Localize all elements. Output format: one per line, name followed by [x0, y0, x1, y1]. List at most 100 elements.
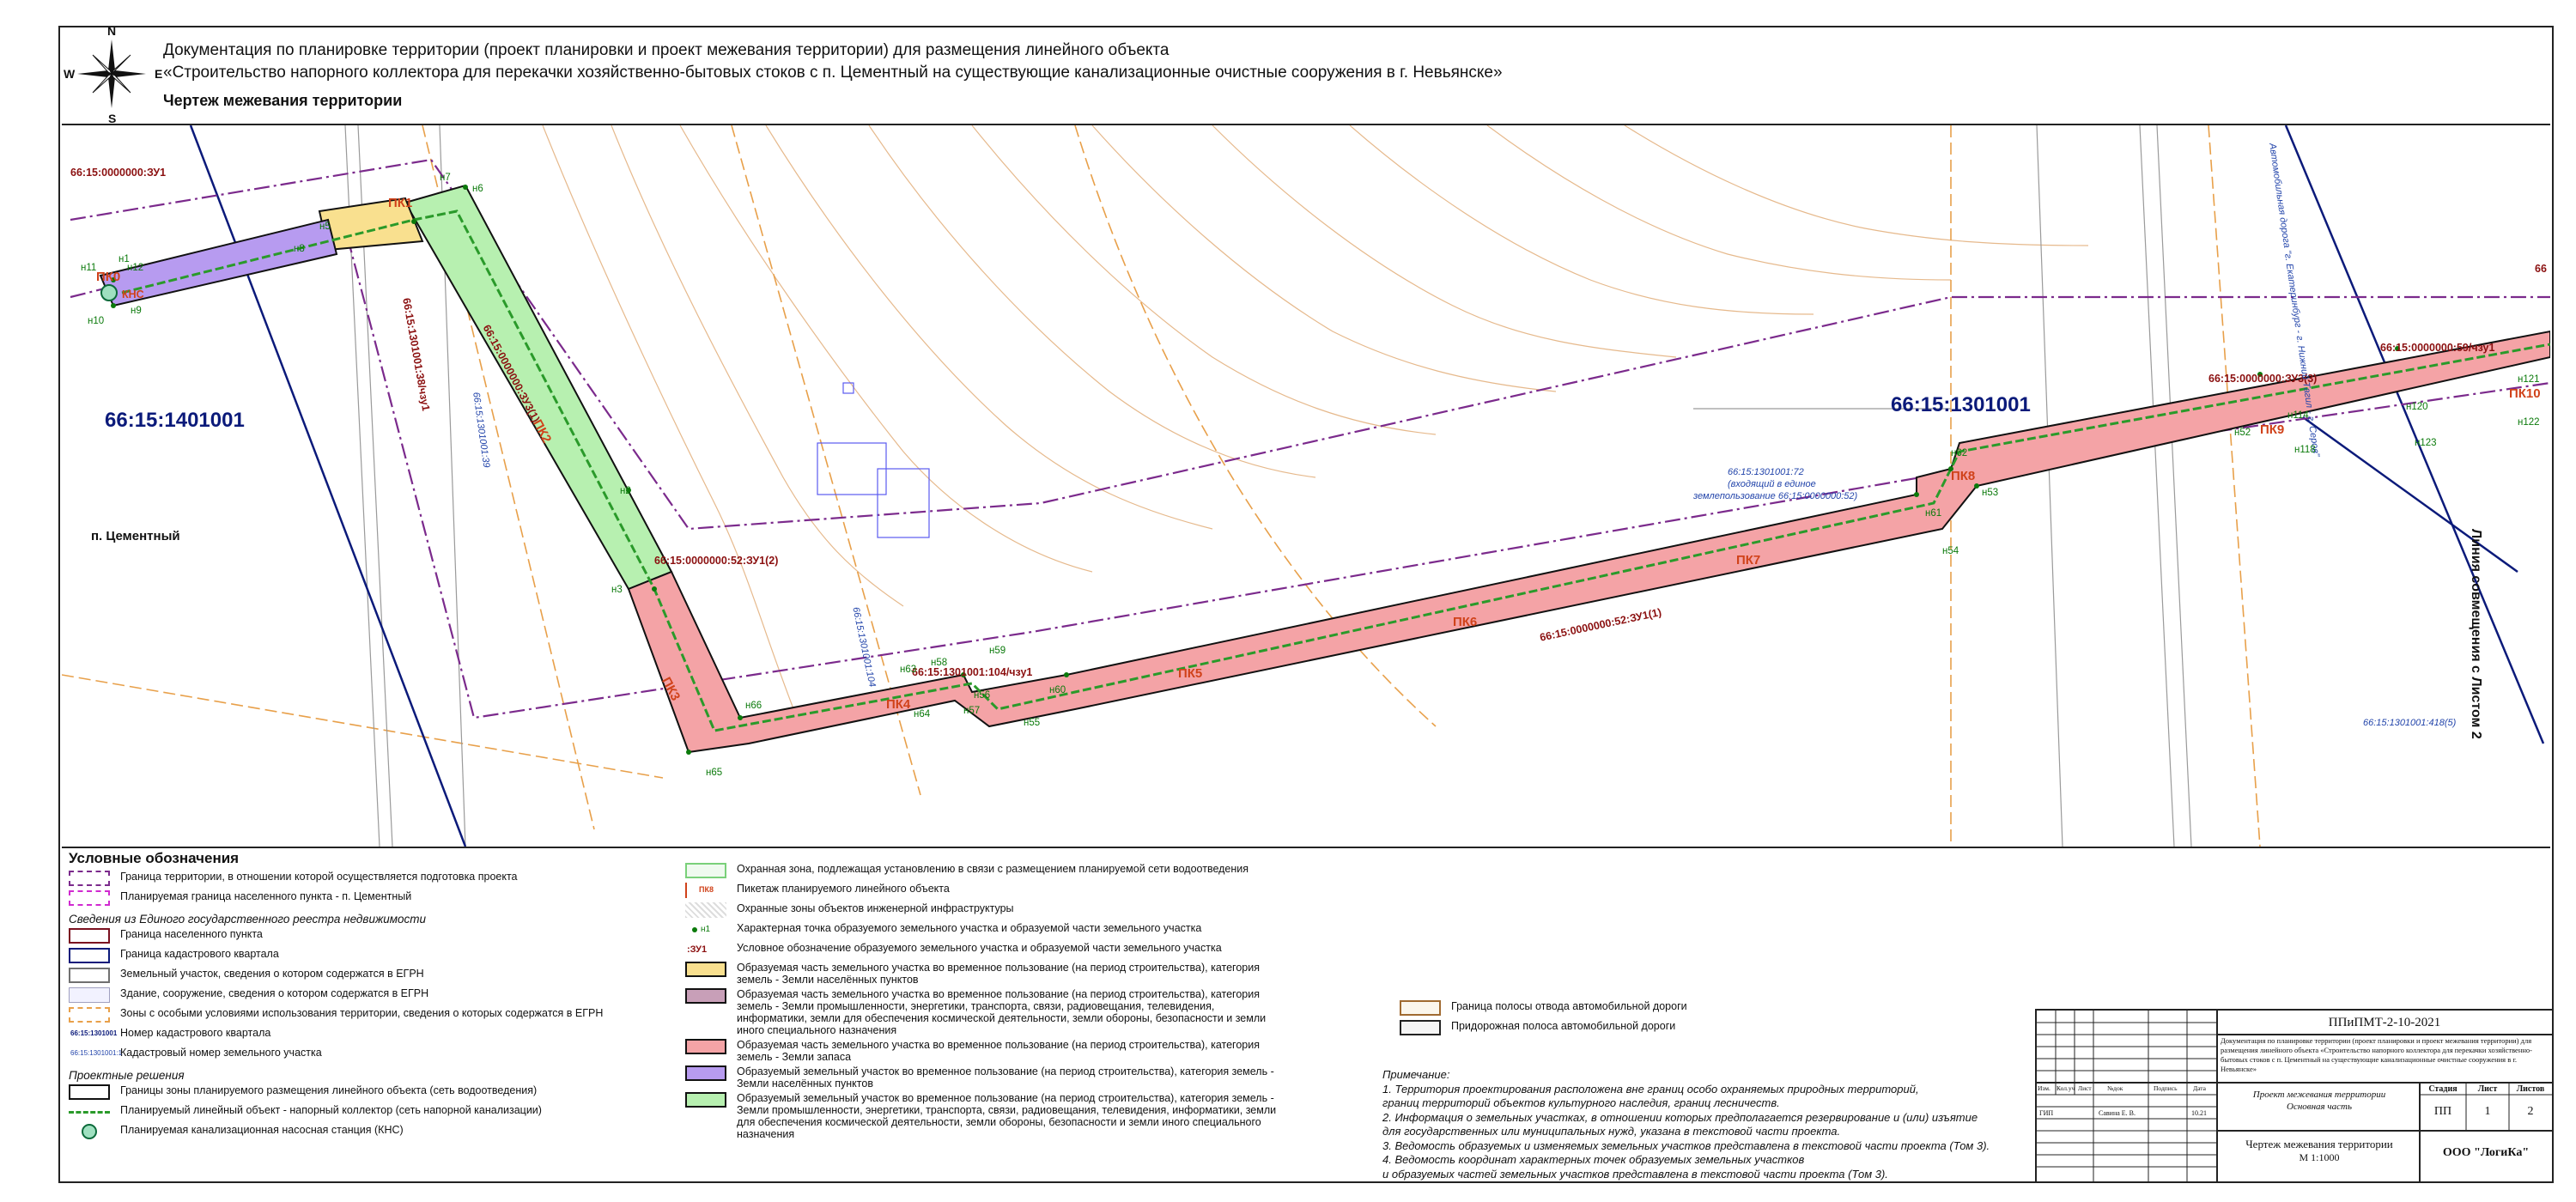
legend-symbol-text: ПК8 — [699, 885, 714, 894]
stamp-title: Чертеж межевания территории — [2245, 1138, 2393, 1150]
legend-symbol-pk-mark: ПК8 — [685, 883, 726, 898]
stamp-sheets: 2 — [2527, 1105, 2534, 1118]
point-label: н123 — [2415, 438, 2437, 448]
map-canvas — [62, 125, 2550, 847]
legend-text: Образуемая часть земельного участка во в… — [737, 988, 1267, 1036]
legend-symbol-box-darkred — [69, 928, 110, 944]
legend-text: Планируемая канализационная насосная ста… — [120, 1124, 404, 1136]
legend-col3: Граница полосы отвода автомобильной доро… — [1400, 998, 1760, 1040]
zu-label: 66:15:1301001:104/чзу1 — [912, 666, 1033, 678]
point-label: н65 — [706, 768, 723, 778]
point-label: н9 — [131, 306, 142, 316]
stamp-sheets-h: Листов — [2516, 1084, 2545, 1094]
legend-row: Образуемая часть земельного участка во в… — [685, 962, 1338, 986]
legend-symbol-label-zu2: :ЗУ1 — [685, 942, 726, 957]
legend-row: Планируемый линейный объект - напорный к… — [69, 1104, 721, 1121]
legend-row: Здание, сооружение, сведения о котором с… — [69, 987, 721, 1005]
legend-symbol-circle-green — [82, 1124, 97, 1139]
legend-text: Образуемый земельный участок во временно… — [737, 1092, 1277, 1140]
legend-row: Граница населенного пункта — [69, 928, 721, 945]
small-cadastral-label: землепользование 66:15:0000000:52) — [1693, 491, 1858, 501]
map-frame[interactable]: 66:15:1401001 66:15:1301001 п. Цементный… — [62, 124, 2550, 848]
legend-row: Планируемая канализационная насосная ста… — [69, 1124, 721, 1141]
pk-label: ПК5 — [1178, 666, 1203, 681]
legend-text: Образуемый земельный участок во временно… — [737, 1065, 1274, 1090]
legend-text: Планируемый линейный объект - напорный к… — [120, 1104, 542, 1116]
stamp-scale: М 1:1000 — [2299, 1151, 2340, 1163]
point-label: н10 — [88, 316, 105, 326]
pk-label: ПК10 — [2509, 386, 2541, 401]
legend-symbol-text: :ЗУ1 — [687, 944, 708, 955]
legend-title: Условные обозначения — [69, 850, 240, 866]
zu-label: 66:15:0000000:ЗУ1 — [70, 167, 167, 179]
stamp-sheet: 1 — [2484, 1105, 2491, 1118]
point-label: н57 — [963, 706, 981, 716]
notes: Примечание: 1. Территория проектирования… — [1382, 1068, 2069, 1181]
title-stamp: ППиПМТ-2-10-2021 Документация по планиро… — [2035, 1009, 2552, 1181]
zu-label: 66:15:0000000:52:ЗУ1(2) — [654, 555, 779, 567]
legend-symbol-fill-yellow — [685, 962, 726, 977]
legend-text: Охранные зоны объектов инженерной инфрас… — [737, 902, 1014, 914]
legend-text: Граница кадастрового квартала — [120, 948, 279, 960]
legend-symbol-dash-magenta — [69, 890, 110, 906]
zu-label: 66:15:0000000:ЗУ3(3) — [2208, 373, 2318, 385]
legend-text: Номер кадастрового квартала — [120, 1027, 271, 1039]
header-line-1: Документация по планировке территории (п… — [163, 41, 1170, 59]
stamp-col-doc: №док — [2107, 1084, 2123, 1092]
point-label: н52 — [2234, 428, 2251, 438]
stamp-col-sign: Подпись — [2154, 1084, 2178, 1092]
legend-row: Земельный участок, сведения о котором со… — [69, 968, 721, 985]
point-label: н114 — [2287, 410, 2309, 421]
stamp-col-izm: Изм. — [2038, 1084, 2050, 1092]
zu-label: 66:15:0000000:59/чзу1 — [2380, 342, 2495, 354]
pk-label: ПК0 — [96, 270, 121, 284]
point-label: н58 — [931, 658, 948, 668]
point-label: н56 — [974, 690, 991, 701]
legend-text: Земельный участок, сведения о котором со… — [120, 968, 424, 980]
legend-section: Сведения из Единого государственного рее… — [69, 913, 427, 926]
legend-symbol-fill-pink — [685, 1039, 726, 1054]
legend-symbol-fill-green — [685, 1092, 726, 1108]
point-label: н59 — [989, 646, 1006, 656]
stamp-sheet-h: Лист — [2477, 1084, 2498, 1094]
legend-row: Образуемая часть земельного участка во в… — [685, 988, 1338, 1036]
stamp-part: Проект межевания территории — [2252, 1090, 2386, 1100]
point-label: н11 — [81, 263, 97, 273]
legend-symbol-dashdot-purple — [69, 871, 110, 886]
legend-symbol-point: н1 — [685, 922, 726, 938]
stamp-org: ООО "ЛогиКа" — [2442, 1146, 2530, 1159]
note-line: 1. Территория проектирования расположена… — [1382, 1082, 1919, 1096]
compass-w: W — [64, 67, 76, 81]
compass-rose-icon: N S W E — [64, 24, 162, 125]
small-cadastral-label: 66:15:1301001:418(5) — [2363, 718, 2457, 728]
point-label: н8 — [294, 244, 305, 254]
point-dot-icon — [692, 927, 697, 932]
stamp-col-list: Лист — [2078, 1084, 2092, 1092]
notes-title: Примечание: — [1382, 1068, 1450, 1081]
point-label: н63 — [900, 665, 917, 675]
legend-row: Границы зоны планируемого размещения лин… — [69, 1084, 721, 1102]
legend-symbol-text: 66:15:1301001:1 — [70, 1049, 123, 1057]
pk-label: ПК9 — [2260, 422, 2285, 437]
pk-label: ПК7 — [1736, 553, 1761, 568]
legend-row: Граница кадастрового квартала — [69, 948, 721, 965]
pk-label: ПК1 — [388, 196, 413, 210]
legend-row: Охранная зона, подлежащая установлению в… — [685, 863, 1338, 880]
stamp-stage: ПП — [2433, 1105, 2452, 1118]
legend-symbol-fill-mauve — [685, 988, 726, 1004]
stamp-col-kolvo: Кол.уч — [2057, 1084, 2075, 1092]
drawing-title: Чертеж межевания территории — [163, 92, 403, 109]
legend-text: Охранная зона, подлежащая установлению в… — [737, 863, 1249, 875]
stamp-desc: Документация по планировке территории (п… — [2221, 1036, 2533, 1073]
quarter-label-right: 66:15:1301001 — [1891, 393, 2031, 416]
note-line: для государственных или муниципальных ну… — [1382, 1125, 1841, 1138]
legend-text: Границы зоны планируемого размещения лин… — [120, 1084, 538, 1096]
stamp-gip-name: Савина Е. В. — [2099, 1109, 2136, 1117]
legend-col2: Охранная зона, подлежащая установлению в… — [685, 860, 1338, 1143]
compass-n: N — [107, 24, 117, 38]
legend-symbol-text: н1 — [701, 925, 711, 934]
settlement-label: п. Цементный — [91, 529, 180, 543]
pk-label: ПК4 — [886, 697, 911, 712]
